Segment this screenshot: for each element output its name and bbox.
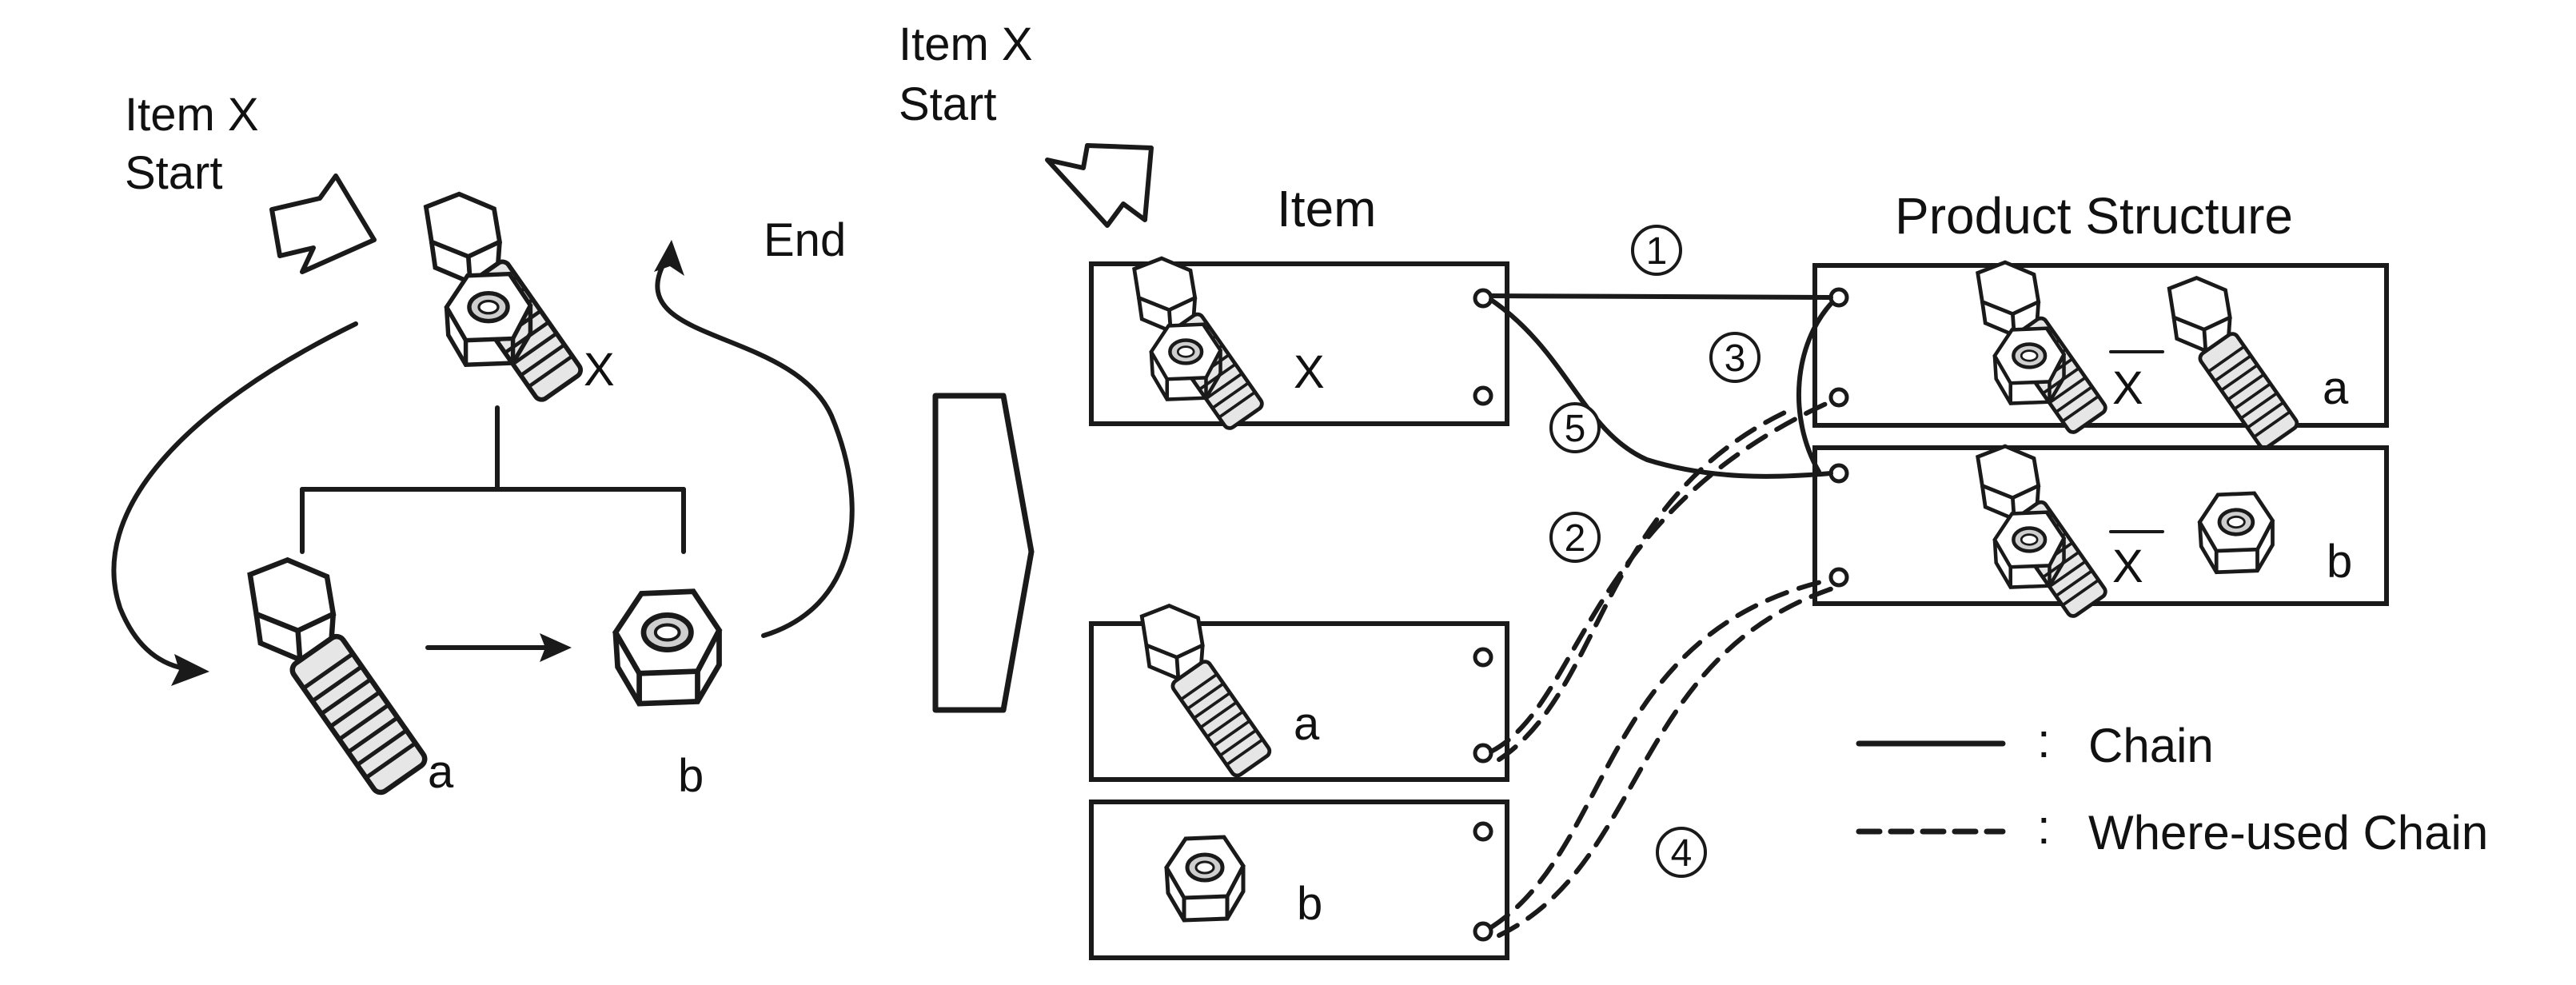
- left-end-curve-arrow: [654, 240, 855, 638]
- step-marker-5: 5: [1549, 402, 1601, 453]
- left-sibling-arrow: [425, 633, 572, 662]
- item-b-chain-port: [1473, 821, 1493, 842]
- where-used-links: [1489, 397, 1837, 938]
- left-start-label-line1: Item X: [125, 89, 259, 141]
- item-record-b[interactable]: b: [1089, 800, 1509, 960]
- svg-text:4: 4: [1671, 832, 1693, 875]
- step-marker-2: 2: [1549, 512, 1601, 563]
- legend-solid-label: Chain: [2088, 719, 2214, 772]
- transition-arrow-icon: [932, 393, 1035, 713]
- left-start-label-line2: Start: [125, 147, 223, 199]
- left-child-bolt-icon: [250, 560, 429, 796]
- ps-xb-parent-label: X: [2112, 540, 2143, 592]
- left-parent-assembly-icon: [426, 194, 584, 403]
- item-a-chain-port: [1473, 647, 1493, 668]
- ps-xb-where-used-port: [1828, 567, 1849, 588]
- item-b-where-used-port: [1473, 921, 1493, 942]
- right-start-label-line2: Start: [899, 78, 997, 130]
- legend-dashed-label: Where-used Chain: [2088, 806, 2488, 859]
- left-parent-label: X: [584, 344, 615, 396]
- svg-text:1: 1: [1646, 230, 1668, 273]
- legend-solid-separator: :: [2037, 714, 2051, 768]
- left-child-b-label: b: [678, 750, 704, 802]
- left-end-label: End: [764, 214, 846, 266]
- right-start-label-line1: Item X: [899, 18, 1033, 70]
- chain-links: [1489, 293, 1833, 479]
- product-structure-column-header: Product Structure: [1895, 187, 2293, 245]
- step-marker-3: 3: [1709, 332, 1761, 383]
- legend: : Chain : Where-used Chain: [1856, 714, 2488, 859]
- ps-xa-child-label: a: [2323, 362, 2349, 414]
- legend-dashed-separator: :: [2037, 800, 2051, 854]
- item-a-where-used-port: [1473, 743, 1493, 764]
- right-start-arrow-icon: [1045, 143, 1154, 228]
- ps-xa-where-used-port: [1828, 387, 1849, 408]
- left-child-a-label: a: [428, 746, 454, 798]
- item-x-where-used-port: [1473, 385, 1493, 406]
- left-child-nut-icon: [616, 592, 720, 704]
- item-column-header: Item: [1277, 180, 1376, 237]
- svg-text:2: 2: [1565, 517, 1586, 560]
- item-x-label: X: [1294, 346, 1325, 398]
- ps-record-x-b[interactable]: X b: [1812, 445, 2389, 618]
- item-a-label: a: [1294, 698, 1320, 750]
- right-panel: Item X Start Item Product Structure X a …: [899, 18, 2389, 960]
- step-marker-1: 1: [1631, 225, 1682, 276]
- left-start-arrow-icon: [269, 173, 377, 274]
- ps-record-x-a[interactable]: X a: [1812, 262, 2389, 450]
- item-record-a[interactable]: a: [1089, 606, 1509, 782]
- svg-text:3: 3: [1725, 337, 1746, 380]
- left-tree-bracket: [300, 405, 686, 554]
- left-down-curve-arrow: [111, 321, 358, 686]
- step-marker-4: 4: [1656, 827, 1707, 878]
- item-b-label: b: [1297, 878, 1322, 930]
- left-panel: Item X Start X a b: [111, 89, 855, 802]
- item-x-chain-port: [1473, 288, 1493, 309]
- item-record-x[interactable]: X: [1089, 258, 1509, 430]
- ps-xa-parent-label: X: [2112, 362, 2143, 414]
- svg-text:5: 5: [1565, 408, 1586, 450]
- ps-xb-child-label: b: [2327, 536, 2352, 588]
